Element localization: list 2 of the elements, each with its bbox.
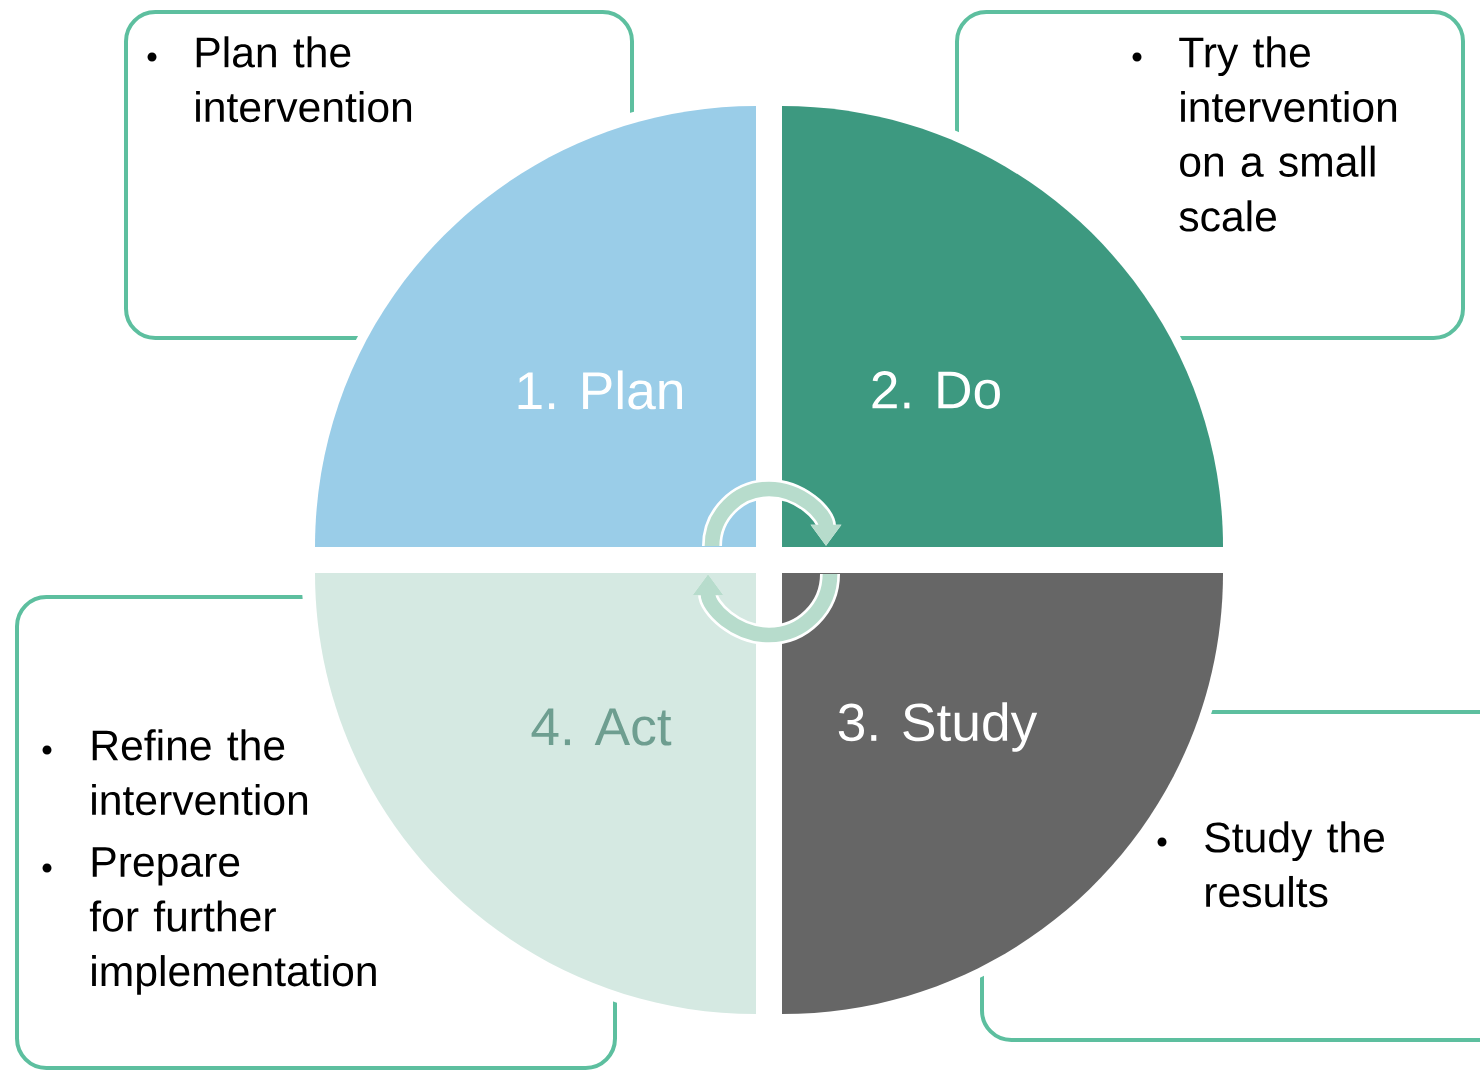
curved-arrow — [692, 573, 840, 645]
curved-arrow — [702, 479, 842, 547]
